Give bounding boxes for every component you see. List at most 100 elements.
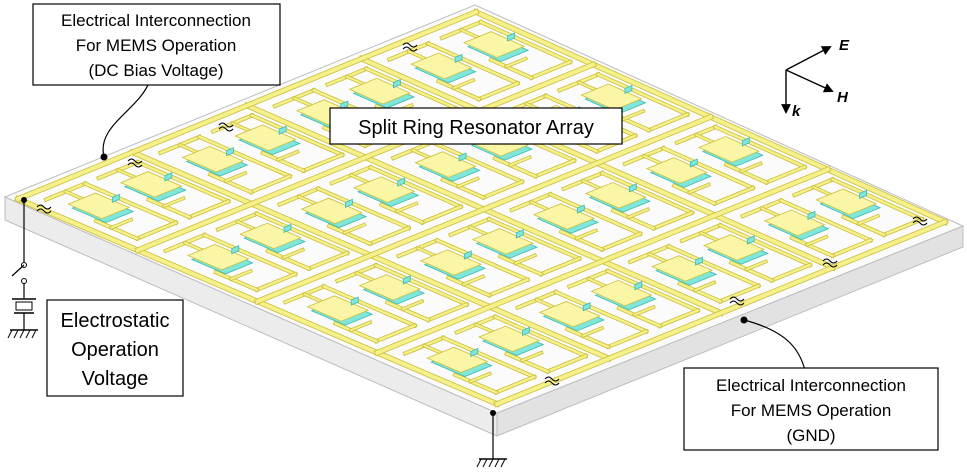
srr-0-3-0-pad xyxy=(426,346,489,373)
srr-1-1-1-ring-right-fill xyxy=(368,165,463,209)
srr-2-1-1-finger-b-fill xyxy=(509,156,531,167)
electrostatic-label-line-1: Electrostatic xyxy=(61,310,170,332)
srr-2-3-1-pad xyxy=(702,234,765,261)
srr-0-1-1-ring-bottom-fill xyxy=(307,251,350,271)
gnd-label-line-1: Electrical Interconnection xyxy=(716,376,906,395)
srr-2-3-0-finger-b-fill xyxy=(693,281,716,292)
srr-3-2-1-ring-left-fill xyxy=(724,162,768,185)
srr-1-0-0-anchor xyxy=(226,147,234,157)
gnd-label-box: Electrical Interconnection For MEMS Oper… xyxy=(683,367,939,451)
break-mark-1 xyxy=(218,122,234,132)
srr-0-2-0-pad xyxy=(306,295,370,322)
dc-bias-label-box: Electrical Interconnection For MEMS Oper… xyxy=(32,3,281,86)
srr-0-3-1-ring-bottom-fill xyxy=(546,354,588,374)
srr-0-0-0-anchor xyxy=(111,193,120,203)
srr-0-3-1-ring-left-fill xyxy=(505,352,550,374)
srr-0-3-0-ring-left-fill xyxy=(453,373,498,395)
srr-2-1-0-ring-right-fill xyxy=(430,140,524,184)
srr-0-1-0-ring-bottom-fill xyxy=(255,272,297,292)
srr-1-2-1-ring-right-fill xyxy=(487,217,581,261)
srr-3-0-1-finger-b-fill xyxy=(505,57,528,68)
srr-2-3-0-ring-left-fill xyxy=(678,281,722,303)
electrostatic-circuit xyxy=(7,200,38,339)
srr-3-0-1-ring-right-fill xyxy=(479,20,572,64)
srr-3-3-1-ring-bottom-fill xyxy=(882,217,924,237)
srr-0-1-0-finger-b-fill xyxy=(229,269,252,281)
electrostatic-label-line-3: Voltage xyxy=(82,368,149,390)
srr-2-1-0-ring-bottom-fill xyxy=(481,180,524,200)
srr-2-1-0-finger-b-fill xyxy=(456,177,479,188)
srr-3-0-0-ring-bottom-fill xyxy=(477,81,520,101)
srr-2-2-0-ring-bottom-fill xyxy=(600,232,642,252)
srr-0-0-0-pad xyxy=(67,192,131,220)
srr-3-0-1-ring-bottom-fill xyxy=(529,60,572,80)
srr-2-3-0-ring-right-fill xyxy=(666,244,760,288)
dc-bias-label-line-2: For MEMS Operation xyxy=(76,36,237,55)
srr-0-3-0-finger-b-fill xyxy=(469,372,491,383)
srr-3-0-0-pad xyxy=(410,52,473,80)
grid-line-v-3-fill xyxy=(374,166,831,356)
ground-symbol-left xyxy=(7,329,38,339)
srr-0-1-0-ring-left-fill xyxy=(214,270,259,292)
srr-2-1-0-pad xyxy=(414,151,477,178)
srr-0-0-0-ring-bottom-fill xyxy=(135,221,178,241)
srr-0-0-1-pad xyxy=(119,171,183,198)
srr-0-3-1-pad xyxy=(477,325,541,352)
srr-1-1-1-pad xyxy=(352,176,416,203)
srr-0-2-1-finger-b-fill xyxy=(401,299,424,311)
break-mark-3 xyxy=(36,204,52,214)
srr-3-3-0-ring-right-fill xyxy=(779,198,873,242)
h-axis-label: H xyxy=(837,89,849,106)
srr-0-1-1-anchor xyxy=(283,223,292,233)
srr-1-1-1-ring-bottom-fill xyxy=(420,205,463,225)
srr-2-3-0-pad xyxy=(651,255,714,282)
srr-3-0-0-ring-right-fill xyxy=(426,41,520,85)
srr-0-0-1-finger-b-fill xyxy=(162,196,185,208)
srr-1-0-0-ring-bottom-fill xyxy=(249,174,292,194)
srr-2-2-1-pad xyxy=(584,182,647,209)
break-mark-2 xyxy=(127,158,143,168)
array-label: Split Ring Resonator Array xyxy=(358,117,594,139)
srr-0-3-0-ring-bottom-fill xyxy=(494,375,536,395)
srr-1-3-1-finger-b-fill xyxy=(633,305,655,317)
break-mark-6 xyxy=(729,296,745,306)
e-axis-label: E xyxy=(839,37,850,54)
srr-2-2-1-anchor xyxy=(628,183,637,193)
srr-0-0-0-ring-left-fill xyxy=(94,219,139,241)
srr-3-3-0-pad xyxy=(763,209,826,237)
srr-0-2-1-ring-bottom-fill xyxy=(426,302,469,322)
srr-3-0-0-finger-b-fill xyxy=(452,78,475,90)
srr-3-2-0-pad xyxy=(645,157,708,184)
k-axis-label: k xyxy=(792,103,801,120)
srr-3-2-0-anchor xyxy=(689,158,698,168)
srr-3-1-1-finger-b-fill xyxy=(622,109,645,121)
srr-1-0-1-ring-right-fill xyxy=(250,113,344,157)
srr-1-3-1-ring-right-fill xyxy=(606,269,700,313)
srr-1-1-1-ring-left-fill xyxy=(379,203,424,225)
srr-0-0-1-ring-left-fill xyxy=(146,197,192,219)
srr-0-3-0-anchor xyxy=(470,347,479,358)
srr-1-1-1-finger-b-fill xyxy=(395,202,418,213)
srr-3-1-1-pad xyxy=(580,83,643,111)
srr-0-0-1-ring-bottom-fill xyxy=(187,199,230,219)
srr-2-2-1-finger-b-fill xyxy=(627,208,649,219)
srr-2-3-1-anchor xyxy=(746,235,755,245)
srr-0-2-1-anchor xyxy=(402,275,411,285)
srr-1-2-0-ring-left-fill xyxy=(446,275,491,297)
srr-1-0-1-finger-b-fill xyxy=(276,150,299,161)
srr-3-0-1-ring-left-fill xyxy=(489,58,533,80)
srr-0-0-1-anchor xyxy=(164,172,173,182)
srr-3-2-1-anchor xyxy=(741,137,750,147)
srr-1-3-0-finger-b-fill xyxy=(581,326,604,338)
srr-1-3-1-pad xyxy=(590,280,653,307)
e-axis-arrow xyxy=(785,46,832,71)
srr-0-1-1-finger-b-fill xyxy=(282,248,305,259)
srr-3-3-1-finger-b-fill xyxy=(857,214,880,225)
srr-0-2-1-pad xyxy=(358,274,422,301)
srr-1-1-0-ring-bottom-fill xyxy=(368,226,411,246)
srr-0-2-1-ring-right-fill xyxy=(374,263,469,307)
srr-1-2-1-finger-b-fill xyxy=(514,254,537,265)
switch-arm xyxy=(11,264,25,277)
electrostatic-label-line-2: Operation xyxy=(71,339,159,361)
srr-0-1-0-pad xyxy=(186,244,250,271)
